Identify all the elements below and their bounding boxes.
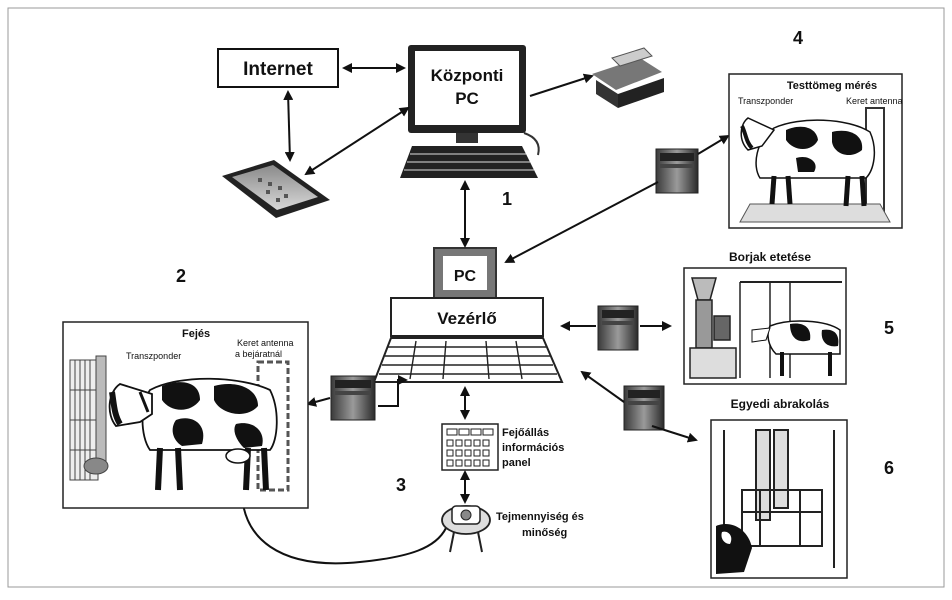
label-number-6: 6: [884, 458, 894, 478]
server-icon-weighing: [655, 148, 699, 194]
individual-feeding-title: Egyedi abrakolás: [731, 397, 830, 411]
feeding-machine-illustration: [689, 277, 842, 379]
milking-title: Fejés: [182, 328, 210, 340]
connection-arrows: [283, 63, 730, 504]
info-panel-line3: panel: [502, 457, 531, 469]
controller-pc: PC Vezérlő: [372, 247, 564, 383]
outer-frame: [7, 7, 945, 588]
arrow-central-printer: [529, 73, 594, 97]
milk-meter-line1: Tejmennyiség és: [496, 511, 584, 523]
server-icon-individual-feeding: [623, 385, 665, 431]
milking-antenna-label-1: Keret antenna: [237, 338, 294, 348]
milk-hose: [240, 481, 447, 565]
info-panel: Fejőállás információs panel: [441, 423, 564, 471]
individual-feeding-panel: Egyedi abrakolás: [710, 397, 848, 579]
arrow-server-milking: [306, 397, 331, 407]
calf-feeding-panel: Borjak etetése: [683, 250, 847, 385]
arrow-server-individual: [651, 425, 698, 443]
milk-meter-line2: minőség: [522, 527, 567, 539]
info-panel-line2: információs: [502, 442, 564, 454]
internet-node: Internet: [217, 48, 339, 88]
arrow-server-keyboard-right: [580, 370, 625, 403]
central-pc: Központi PC: [400, 45, 540, 178]
arrow-server-weighing: [697, 134, 730, 155]
central-pc-line1: Központi: [431, 66, 504, 85]
arrow-server-controller: [504, 181, 659, 263]
controller-label: Vezérlő: [437, 309, 497, 328]
info-panel-line1: Fejőállás: [502, 427, 549, 439]
server-icon-calf-feeding: [597, 305, 639, 351]
weighing-scale: [739, 203, 891, 223]
central-pc-line2: PC: [455, 89, 479, 108]
milking-transponder-label: Transzponder: [126, 351, 181, 361]
controller-pc-label: PC: [454, 268, 477, 285]
milking-panel: Fejés Transzponder Keret antenna a bejár…: [62, 321, 309, 509]
internet-label: Internet: [243, 59, 313, 80]
label-number-5: 5: [884, 318, 894, 338]
milking-gate-illustration: [69, 355, 109, 481]
calf-illustration: [751, 320, 841, 376]
cow-illustration-milking: [108, 377, 278, 491]
controller-keyboard: [372, 337, 564, 383]
weighing-title: Testtömeg mérés: [787, 80, 877, 92]
arrow-internet-tablet: [283, 90, 295, 162]
server-icon-milking: [330, 375, 376, 421]
weighing-transponder-label: Transzponder: [738, 96, 793, 106]
milking-antenna-label-2: a bejáratnál: [235, 349, 282, 359]
cow-illustration-weighing: [740, 117, 876, 207]
label-number-2: 2: [176, 266, 186, 286]
arrow-server-keyboard: [378, 375, 408, 407]
printer-icon: [592, 47, 664, 108]
arrow-central-tablet: [304, 106, 410, 176]
label-number-1: 1: [502, 189, 512, 209]
weighing-panel: Testtömeg mérés Transzponder Keret anten…: [728, 73, 903, 229]
milk-meter: Tejmennyiség és minőség: [441, 505, 584, 553]
label-number-3: 3: [396, 475, 406, 495]
calf-feeding-title: Borjak etetése: [729, 250, 811, 264]
weighing-antenna-label: Keret antenna: [846, 96, 903, 106]
tablet-icon: [222, 160, 330, 218]
label-number-4: 4: [793, 28, 803, 48]
